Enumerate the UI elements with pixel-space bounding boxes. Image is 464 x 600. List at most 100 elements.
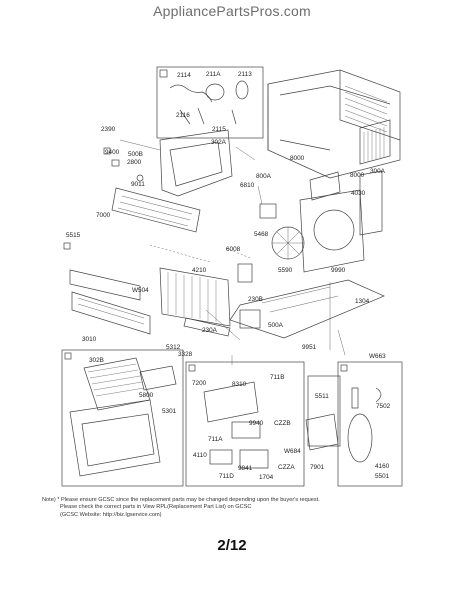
label-3010: 3010	[82, 336, 97, 343]
label-W684: W684	[284, 448, 301, 455]
label-302A: 302A	[211, 139, 227, 146]
label-7200: 7200	[192, 380, 207, 387]
label-W663: W663	[369, 353, 386, 360]
part-4030-shape	[359, 170, 383, 236]
label-4210: 4210	[192, 267, 207, 274]
leader-lines	[119, 139, 346, 365]
front-grille-302B	[83, 357, 151, 411]
cabinet-louvers	[344, 85, 388, 133]
filter-5800	[139, 365, 177, 391]
label-8310: 8310	[232, 381, 247, 388]
label-5590: 5590	[278, 267, 293, 274]
motor-6008	[237, 263, 253, 283]
part-9400-shape	[103, 147, 111, 155]
label-8000: 8000	[290, 155, 305, 162]
front-panel-inner	[81, 413, 155, 467]
condenser-coil	[359, 119, 391, 165]
label-2115: 2115	[212, 126, 226, 133]
shroud-9990	[299, 189, 365, 273]
label-7901: 7901	[310, 464, 325, 471]
plug-shape	[205, 83, 225, 101]
label-9990: 9990	[331, 267, 346, 274]
label-7000: 7000	[96, 212, 111, 219]
shroud-ring	[313, 209, 355, 251]
wire-harness-shape	[169, 84, 213, 103]
box-5312	[61, 349, 184, 487]
part-230A-shape	[183, 317, 231, 337]
label-230A: 230A	[202, 327, 218, 334]
compressor-shape	[347, 413, 373, 463]
label-800A: 800A	[256, 173, 272, 180]
site-title[interactable]: AppliancePartsPros.com	[153, 3, 311, 19]
label-300A: 300A	[370, 168, 386, 175]
label-2390: 2390	[101, 126, 116, 133]
fitting-shape	[235, 80, 249, 100]
label-4160: 4160	[375, 463, 390, 470]
label-5468: 5468	[254, 231, 269, 238]
page-number: 2/12	[217, 537, 247, 554]
control-box	[185, 361, 305, 487]
label-6810: 6810	[240, 182, 255, 189]
label-2800: 2800	[127, 159, 142, 166]
detail-box-top-tag	[159, 69, 168, 78]
part-5511-box	[307, 375, 341, 447]
label-9011: 9011	[131, 181, 145, 188]
label-2114: 2114	[177, 72, 191, 79]
label-711B: 711B	[270, 374, 284, 381]
box-W663-tag	[340, 364, 348, 372]
filter-mesh	[117, 195, 193, 227]
part-2800-shape	[111, 159, 120, 167]
pcb-assembly	[203, 381, 259, 423]
filter-7000	[111, 187, 201, 233]
label-9951: 9951	[302, 344, 317, 351]
label-CZZB: CZZB	[274, 420, 291, 427]
part-500A-shape	[239, 309, 261, 329]
label-5501: 5501	[375, 473, 390, 480]
front-panel-5301	[69, 399, 161, 477]
label-W504: W504	[132, 287, 149, 294]
compressor-fittings	[351, 387, 382, 409]
note-line-1: Note) * Please ensure GCSC since the rep…	[42, 497, 320, 503]
label-7502: 7502	[376, 403, 391, 410]
label-5312: 5312	[166, 344, 181, 351]
clip-shapes	[179, 107, 237, 125]
cabinet-edges	[267, 70, 401, 151]
connector-block	[209, 449, 233, 465]
label-4030: 4030	[351, 190, 366, 197]
label-5515: 5515	[66, 232, 81, 239]
label-1304: 1304	[355, 298, 370, 305]
base-pan-9951	[229, 279, 385, 339]
fan-blade-spokes	[272, 227, 304, 259]
louver-W504	[69, 269, 141, 301]
front-grille-lines	[87, 363, 145, 397]
control-housing	[159, 129, 233, 197]
label-9400: 9400	[105, 149, 120, 156]
label-8000-b: 8000	[350, 172, 365, 179]
label-4110: 4110	[193, 452, 207, 459]
label-5511: 5511	[315, 393, 329, 400]
bracket-800A	[309, 171, 341, 201]
group-5515-tag	[63, 242, 71, 250]
grille-slats	[77, 297, 145, 325]
part-9011-shape	[136, 174, 144, 182]
detail-box-top	[156, 66, 264, 139]
label-5301: 5301	[162, 408, 177, 415]
label-230B: 230B	[248, 296, 263, 303]
note-line-3: (GCSC Website: http://biz.lgservice.com)	[60, 511, 162, 518]
label-3328: 3328	[178, 351, 193, 358]
relay-block	[231, 421, 261, 439]
label-2113: 2113	[238, 71, 252, 78]
control-box-tag	[188, 364, 196, 372]
bracket-7901	[305, 413, 339, 451]
control-panel	[169, 141, 223, 187]
label-2116: 2116	[176, 112, 190, 119]
box-W663	[337, 361, 403, 487]
dashed-guides	[149, 244, 251, 263]
label-711D: 711D	[219, 473, 234, 480]
label-6008: 6008	[226, 246, 241, 253]
cabinet-case	[267, 69, 401, 179]
box-5312-tag	[64, 352, 72, 360]
grille-3010	[71, 291, 151, 335]
label-1704: 1704	[259, 474, 274, 481]
